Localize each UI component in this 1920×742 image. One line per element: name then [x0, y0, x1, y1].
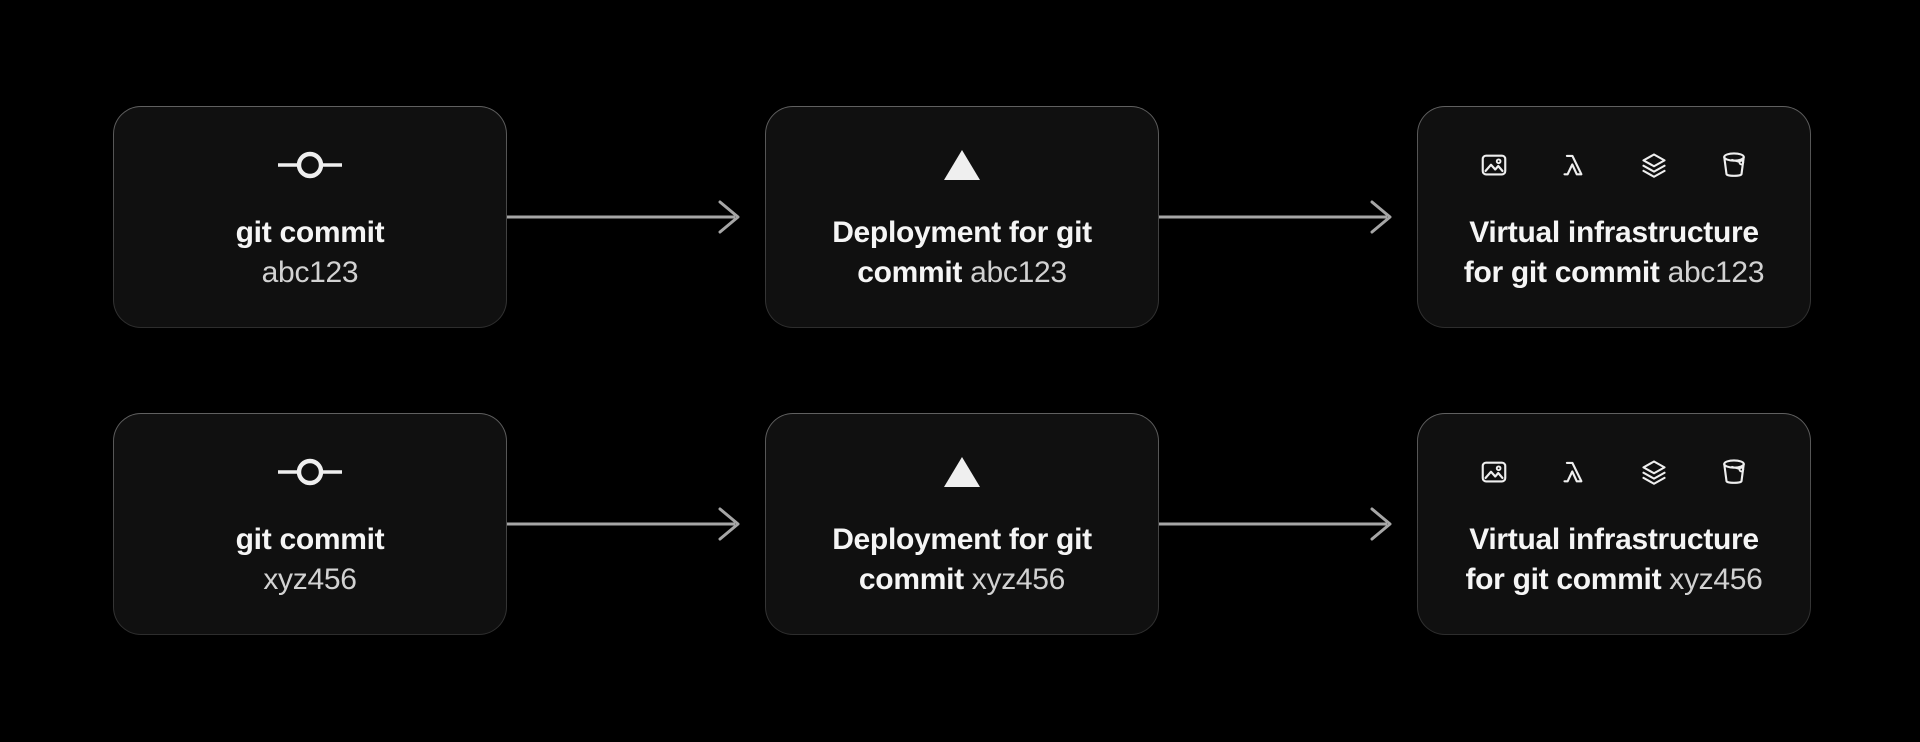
card-title: git commit — [235, 523, 385, 556]
arrow-icon — [1159, 507, 1392, 541]
vercel-triangle-icon — [944, 457, 980, 487]
card-icon-area — [1479, 456, 1749, 488]
flow-arrow — [507, 413, 765, 635]
card-title: for git commit — [1465, 563, 1662, 596]
card-title: Virtual infrastructure — [1469, 523, 1759, 556]
card-icon-area — [277, 456, 343, 488]
bucket-icon — [1723, 459, 1745, 484]
card-icon-area — [944, 149, 980, 181]
card-title: Virtual infrastructure — [1469, 216, 1759, 249]
card-title: git commit — [235, 216, 385, 249]
card-title: commit — [857, 256, 963, 289]
git-commit-node: git commit abc123 — [113, 106, 507, 328]
git-commit-node: git commit xyz456 — [113, 413, 507, 635]
commit-hash: abc123 — [1667, 256, 1765, 289]
image-icon — [1481, 154, 1507, 176]
card-title: Deployment for git — [832, 523, 1092, 556]
image-icon — [1481, 461, 1507, 483]
card-icon-area — [944, 456, 980, 488]
commit-hash: abc123 — [261, 256, 359, 289]
arrow-icon — [507, 200, 740, 234]
card-icon-area — [277, 149, 343, 181]
flow-arrow — [507, 106, 765, 328]
commit-hash: abc123 — [970, 256, 1067, 289]
bucket-icon — [1723, 152, 1745, 177]
commit-hash: xyz456 — [263, 563, 357, 596]
card-icon-area — [1479, 149, 1749, 181]
arrow-icon — [1159, 200, 1392, 234]
card-label: git commit abc123 — [236, 213, 385, 293]
flow-arrow — [1159, 413, 1417, 635]
lambda-icon — [1563, 154, 1583, 176]
card-title: commit — [858, 563, 964, 596]
vercel-triangle-icon — [944, 150, 980, 180]
pipeline-row-abc123: git commit abc123 Deployment for git com… — [113, 106, 1811, 328]
git-commit-icon — [277, 456, 343, 488]
card-title: for git commit — [1463, 256, 1660, 289]
layers-icon — [1642, 460, 1666, 485]
commit-hash: xyz456 — [971, 563, 1066, 596]
lambda-icon — [1563, 461, 1583, 483]
card-title: Deployment for git — [832, 216, 1092, 249]
commit-hash: xyz456 — [1669, 563, 1763, 596]
git-commit-icon — [277, 149, 343, 181]
pipeline-row-xyz456: git commit xyz456 Deployment for git com… — [113, 413, 1811, 635]
layers-icon — [1642, 153, 1666, 178]
card-label: git commit xyz456 — [236, 520, 385, 600]
arrow-icon — [507, 507, 740, 541]
flow-arrow — [1159, 106, 1417, 328]
